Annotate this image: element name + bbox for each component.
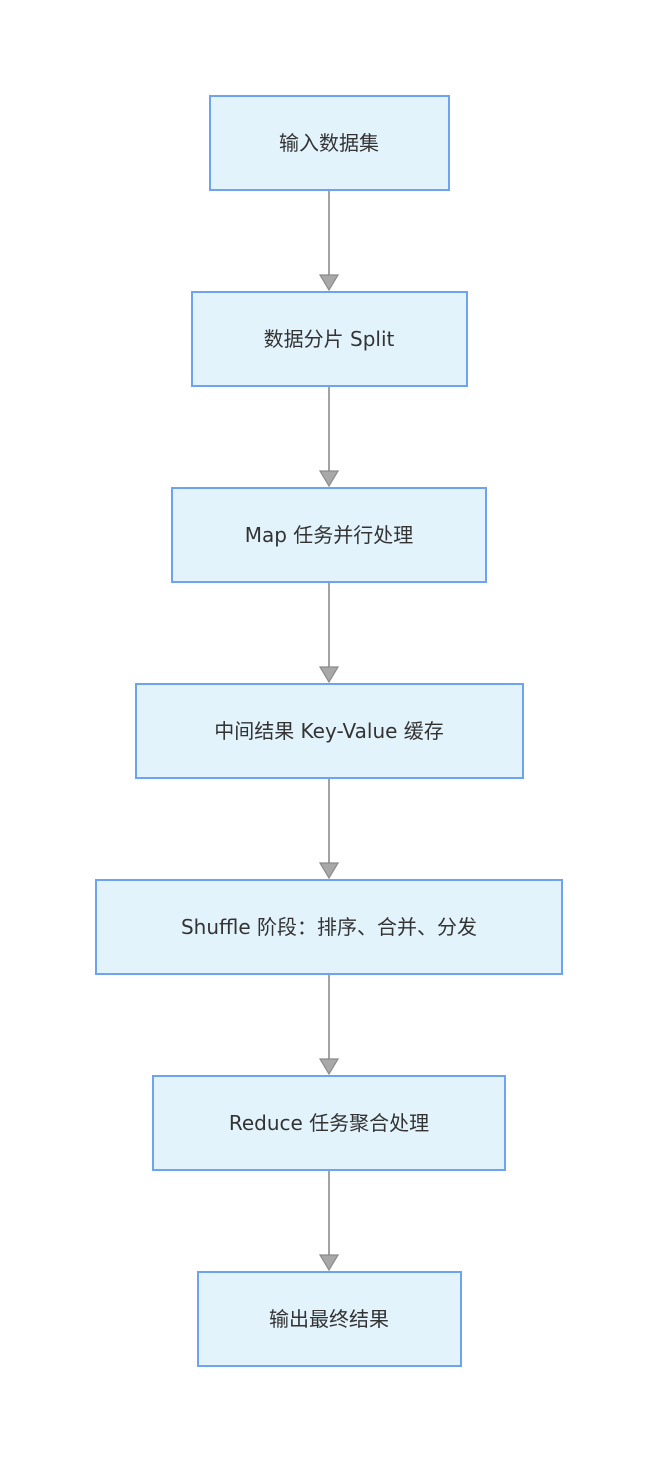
node-label: Reduce 任务聚合处理 [228, 1111, 430, 1135]
down-arrow-icon [318, 1171, 340, 1271]
node-label: 输出最终结果 [269, 1307, 389, 1331]
down-arrow-icon [318, 779, 340, 879]
node-shuffle-stage: Shuffle 阶段：排序、合并、分发 [95, 879, 563, 975]
node-keyvalue-cache: 中间结果 Key-Value 缓存 [134, 683, 524, 779]
node-label: 中间结果 Key-Value 缓存 [214, 719, 444, 743]
down-arrow-icon [318, 583, 340, 683]
node-label: 数据分片 Split [263, 327, 395, 351]
node-final-output: 输出最终结果 [196, 1271, 462, 1367]
down-arrow-icon [318, 975, 340, 1075]
down-arrow-icon [318, 191, 340, 291]
node-label: Map 任务并行处理 [244, 523, 414, 547]
node-map-tasks: Map 任务并行处理 [171, 487, 487, 583]
node-input-dataset: 输入数据集 [208, 95, 450, 191]
node-label: 输入数据集 [279, 131, 379, 155]
node-label: Shuffle 阶段：排序、合并、分发 [180, 915, 478, 939]
down-arrow-icon [318, 387, 340, 487]
node-data-split: 数据分片 Split [190, 291, 468, 387]
node-reduce-tasks: Reduce 任务聚合处理 [152, 1075, 506, 1171]
